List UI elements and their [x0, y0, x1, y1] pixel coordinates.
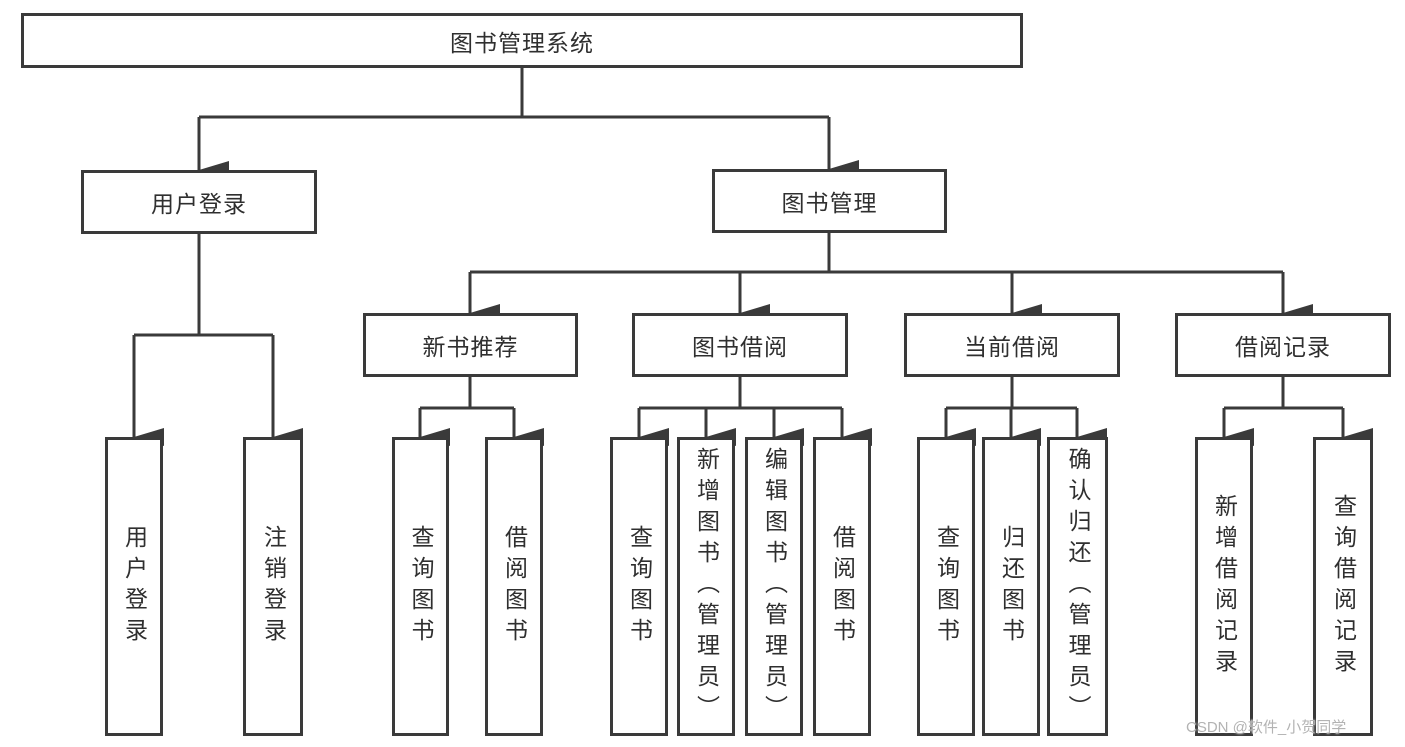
leaf-add-books-admin-label: 新增图书（管理员） [693, 447, 720, 726]
leaf-edit-books-admin: 编辑图书（管理员） [745, 437, 803, 736]
leaf-user-login-label: 用户登录 [121, 524, 148, 649]
leaf-query-books-recommend-label: 查询图书 [408, 524, 434, 649]
leaf-return-books: 归还图书 [982, 437, 1040, 736]
leaf-add-books-admin: 新增图书（管理员） [677, 437, 735, 736]
node-book-borrow-label: 图书借阅 [692, 334, 788, 360]
leaf-user-login: 用户登录 [105, 437, 163, 736]
leaf-query-borrow-record: 查询借阅记录 [1313, 437, 1373, 736]
leaf-borrow-books: 借阅图书 [813, 437, 871, 736]
leaf-query-books-current: 查询图书 [917, 437, 975, 736]
leaf-return-books-label: 归还图书 [998, 524, 1025, 649]
watermark: CSDN @软件_小贺同学 [1186, 719, 1347, 736]
leaf-add-borrow-record-label: 新增借阅记录 [1211, 493, 1238, 680]
node-current-borrow-label: 当前借阅 [964, 334, 1060, 360]
node-book-management-label: 图书管理 [781, 190, 878, 216]
leaf-query-books-recommend: 查询图书 [392, 437, 449, 736]
node-book-borrow: 图书借阅 [632, 313, 848, 377]
leaf-borrow-books-recommend: 借阅图书 [485, 437, 543, 736]
node-borrow-records-label: 借阅记录 [1235, 334, 1331, 360]
node-current-borrow: 当前借阅 [904, 313, 1120, 377]
node-borrow-records: 借阅记录 [1175, 313, 1391, 377]
leaf-query-books-current-label: 查询图书 [933, 524, 960, 649]
node-user-login: 用户登录 [81, 170, 317, 234]
leaf-query-books-borrow: 查询图书 [610, 437, 668, 736]
node-book-management: 图书管理 [712, 169, 947, 233]
leaf-confirm-return-admin: 确认归还（管理员） [1047, 437, 1108, 736]
node-root: 图书管理系统 [21, 13, 1023, 68]
node-root-label: 图书管理系统 [450, 29, 594, 56]
leaf-add-borrow-record: 新增借阅记录 [1195, 437, 1253, 736]
leaf-confirm-return-admin-label: 确认归还（管理员） [1065, 447, 1091, 726]
leaf-borrow-books-recommend-label: 借阅图书 [501, 524, 528, 649]
leaf-borrow-books-label: 借阅图书 [829, 524, 856, 649]
node-new-book-recommend-label: 新书推荐 [422, 334, 519, 360]
node-user-login-label: 用户登录 [151, 191, 247, 217]
leaf-logout: 注销登录 [243, 437, 303, 736]
leaf-logout-label: 注销登录 [260, 524, 287, 649]
leaf-query-books-borrow-label: 查询图书 [626, 524, 653, 649]
leaf-query-borrow-record-label: 查询借阅记录 [1330, 493, 1357, 680]
node-new-book-recommend: 新书推荐 [363, 313, 578, 377]
connector-path [134, 68, 1343, 410]
leaf-edit-books-admin-label: 编辑图书（管理员） [761, 447, 788, 726]
